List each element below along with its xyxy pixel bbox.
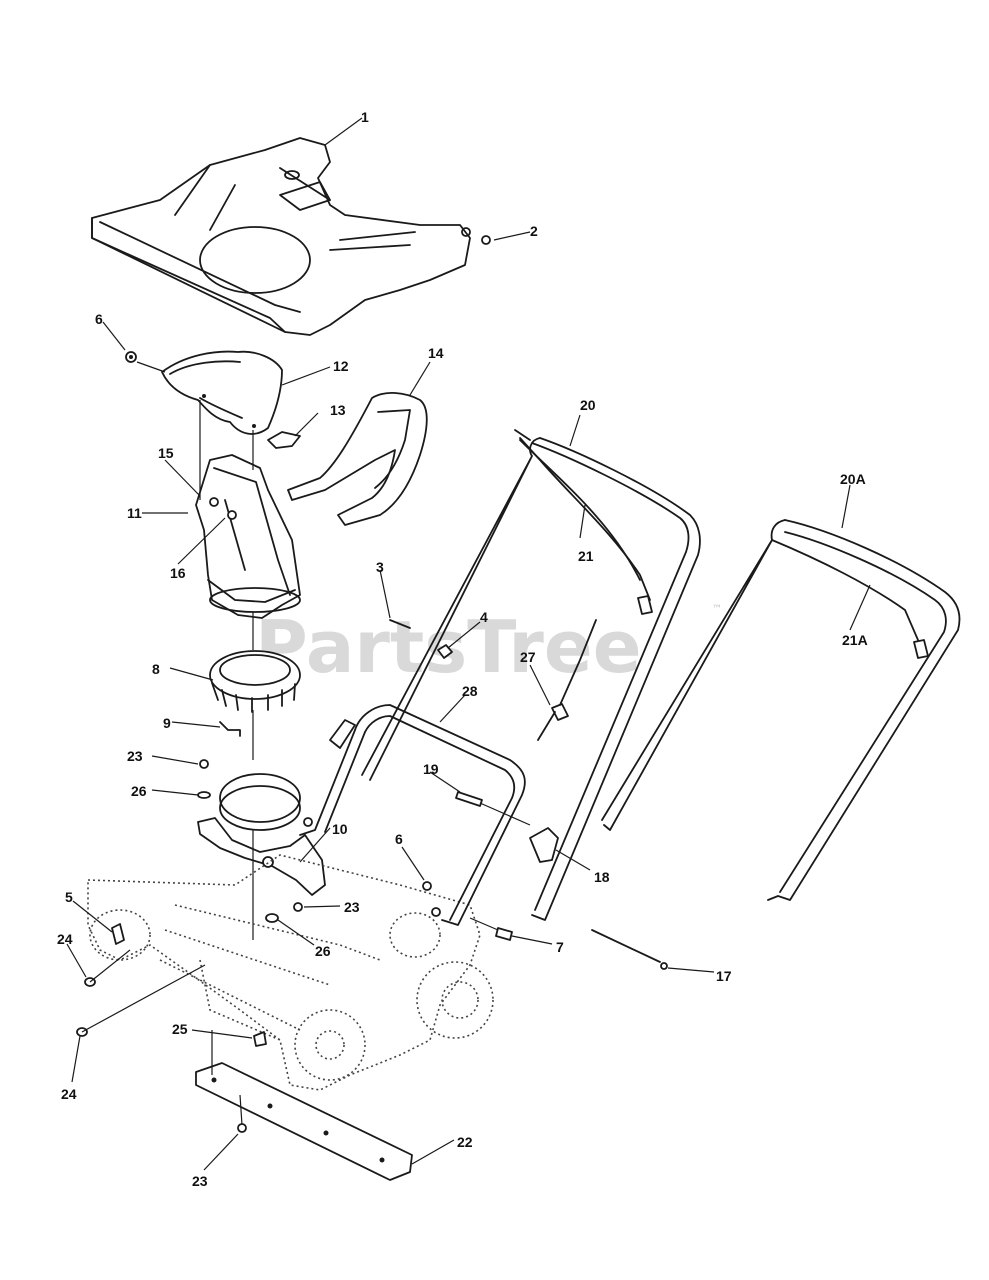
callout-12: 12: [333, 358, 349, 374]
part-6-nut-lower: [422, 881, 432, 891]
part-13-knob: [267, 431, 301, 449]
part-25-bolt: [253, 1031, 267, 1047]
callout-20: 20: [580, 397, 596, 413]
callout-23-middle: 23: [127, 748, 143, 764]
callout-21: 21: [578, 548, 594, 564]
part-3-pin: [389, 619, 411, 629]
part-28-lower-handle: [299, 704, 526, 926]
part-23-nut-bottom: [237, 1123, 247, 1133]
callout-22: 22: [457, 1134, 473, 1150]
callout-26-lower: 26: [315, 943, 331, 959]
part-14-deflector: [287, 392, 428, 526]
callout-25: 25: [172, 1021, 188, 1037]
callout-20a: 20A: [840, 471, 866, 487]
part-6-nut-top: [125, 351, 137, 363]
part-17-rod: [591, 929, 668, 970]
part-12-upper-chute: [161, 350, 283, 435]
callout-6-top: 6: [95, 311, 103, 327]
callout-21a: 21A: [842, 632, 868, 648]
callout-28: 28: [462, 683, 478, 699]
callout-24-a: 24: [57, 931, 73, 947]
leader-lines: [66, 117, 871, 1171]
part-11-lower-chute: [195, 454, 301, 619]
callout-17: 17: [716, 968, 732, 984]
part-7-bolt: [469, 917, 513, 941]
callout-27: 27: [520, 649, 536, 665]
callout-3: 3: [376, 559, 384, 575]
part-9-clip: [219, 721, 241, 737]
callout-26-middle: 26: [131, 783, 147, 799]
part-20-handle: [361, 429, 701, 921]
part-27-cable-clip: [537, 619, 597, 741]
callout-7: 7: [556, 939, 564, 955]
callout-18: 18: [594, 869, 610, 885]
callout-4: 4: [480, 609, 488, 625]
part-2-screw: [481, 235, 491, 245]
callout-1: 1: [361, 109, 369, 125]
part-10-chute-base: [197, 773, 326, 896]
callout-16: 16: [170, 565, 186, 581]
part-5-bolt: [111, 923, 125, 945]
trademark-mark: ™: [712, 604, 722, 615]
callout-11: 11: [127, 505, 142, 521]
housing-dotted: [87, 854, 494, 1091]
part-23-nut-middle: [199, 759, 209, 769]
callout-24-b: 24: [61, 1086, 77, 1102]
callout-10: 10: [332, 821, 348, 837]
part-22-scraper-bar: [195, 1062, 413, 1181]
callout-5: 5: [65, 889, 73, 905]
callout-23-lower: 23: [344, 899, 360, 915]
part-26-washer-lower: [265, 913, 279, 923]
callout-labels: 1 2 3 4 5 6 6 7 8 9 10 11 12 13 14 15 16…: [57, 109, 868, 1189]
callout-8: 8: [152, 661, 160, 677]
part-21-cable: [519, 439, 653, 615]
part-8-chute-ring: [209, 650, 301, 713]
callout-23-bottom: 23: [192, 1173, 208, 1189]
callout-6-lower: 6: [395, 831, 403, 847]
part-20a-alternate-handle: [601, 519, 961, 901]
callout-15: 15: [158, 445, 174, 461]
part-1-shroud-cover: [91, 137, 471, 336]
callout-9: 9: [163, 715, 171, 731]
part-18-knob: [529, 827, 559, 863]
callout-2: 2: [530, 223, 538, 239]
part-26-washer-middle: [197, 791, 211, 799]
callout-19: 19: [423, 761, 439, 777]
callout-13: 13: [330, 402, 346, 418]
callout-14: 14: [428, 345, 444, 361]
part-19-bolt: [455, 791, 531, 826]
part-23-nut-lower: [293, 902, 303, 912]
